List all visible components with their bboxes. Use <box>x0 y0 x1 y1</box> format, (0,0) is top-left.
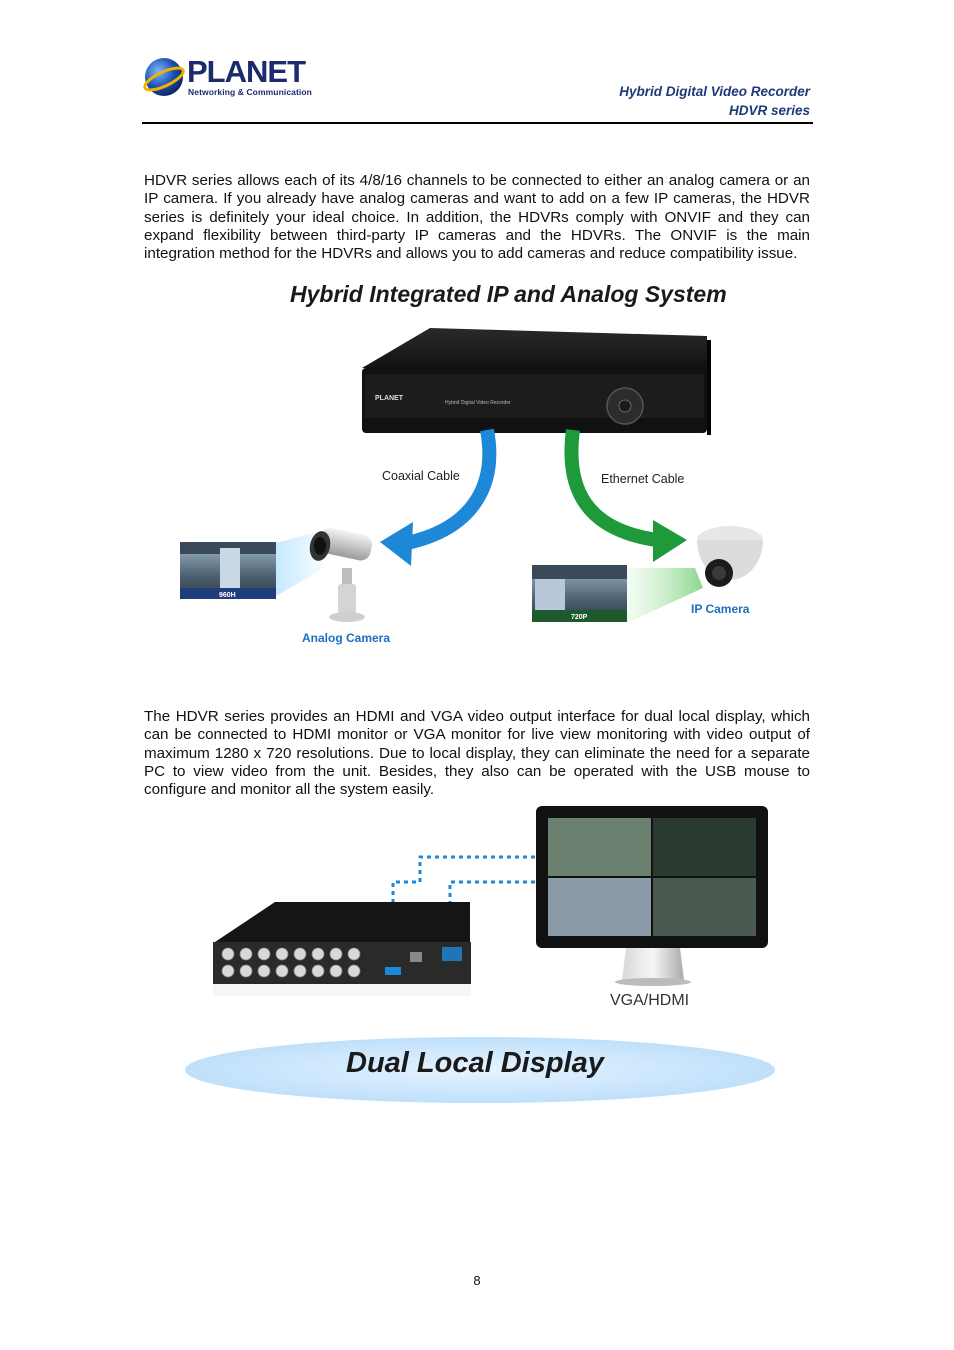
ip-screen: 720P <box>532 565 627 622</box>
header-rule <box>142 122 813 124</box>
ip-camera-label: IP Camera <box>691 602 750 616</box>
analog-resolution: 960H <box>219 592 236 599</box>
header-title: Hybrid Digital Video Recorder HDVR serie… <box>619 82 810 120</box>
analog-screen: 960H <box>180 542 276 599</box>
paragraph-hybrid: HDVR series allows each of its 4/8/16 ch… <box>144 172 810 263</box>
analog-camera <box>309 527 373 622</box>
coaxial-arrow <box>380 428 497 566</box>
page-number: 8 <box>473 1273 481 1288</box>
planet-logo-icon <box>143 58 185 96</box>
logo-text: PLANET <box>187 54 306 89</box>
figure2-title: Dual Local Display <box>346 1047 606 1079</box>
display-banner <box>185 1037 775 1103</box>
hybrid-system-figure: Hybrid Integrated IP and Analog System P… <box>180 281 763 645</box>
hdvr-device: PLANET Hybrid Digital Video Recorder <box>362 328 711 435</box>
device-brand: PLANET <box>375 395 404 402</box>
figure1-title: Hybrid Integrated IP and Analog System <box>290 281 727 307</box>
ethernet-arrow <box>564 429 687 562</box>
header-title-line1: Hybrid Digital Video Recorder <box>619 84 810 99</box>
logo-subtext: Networking & Communication <box>188 87 312 97</box>
analog-camera-label: Analog Camera <box>302 631 390 645</box>
header-title-line2: HDVR series <box>728 103 810 118</box>
ethernet-label: Ethernet Cable <box>601 472 684 486</box>
paragraph-display: The HDVR series provides an HDMI and VGA… <box>144 708 810 799</box>
ip-resolution: 720P <box>571 614 588 621</box>
coaxial-label: Coaxial Cable <box>382 469 460 483</box>
monitor <box>536 806 768 986</box>
monitor-label: VGA/HDMI <box>610 992 689 1009</box>
ip-camera <box>697 526 763 587</box>
dual-display-figure: VGA/HDMI Dual Local Display <box>185 806 775 1103</box>
hdvr-rear <box>213 902 471 996</box>
device-label: Hybrid Digital Video Recorder <box>445 400 511 406</box>
